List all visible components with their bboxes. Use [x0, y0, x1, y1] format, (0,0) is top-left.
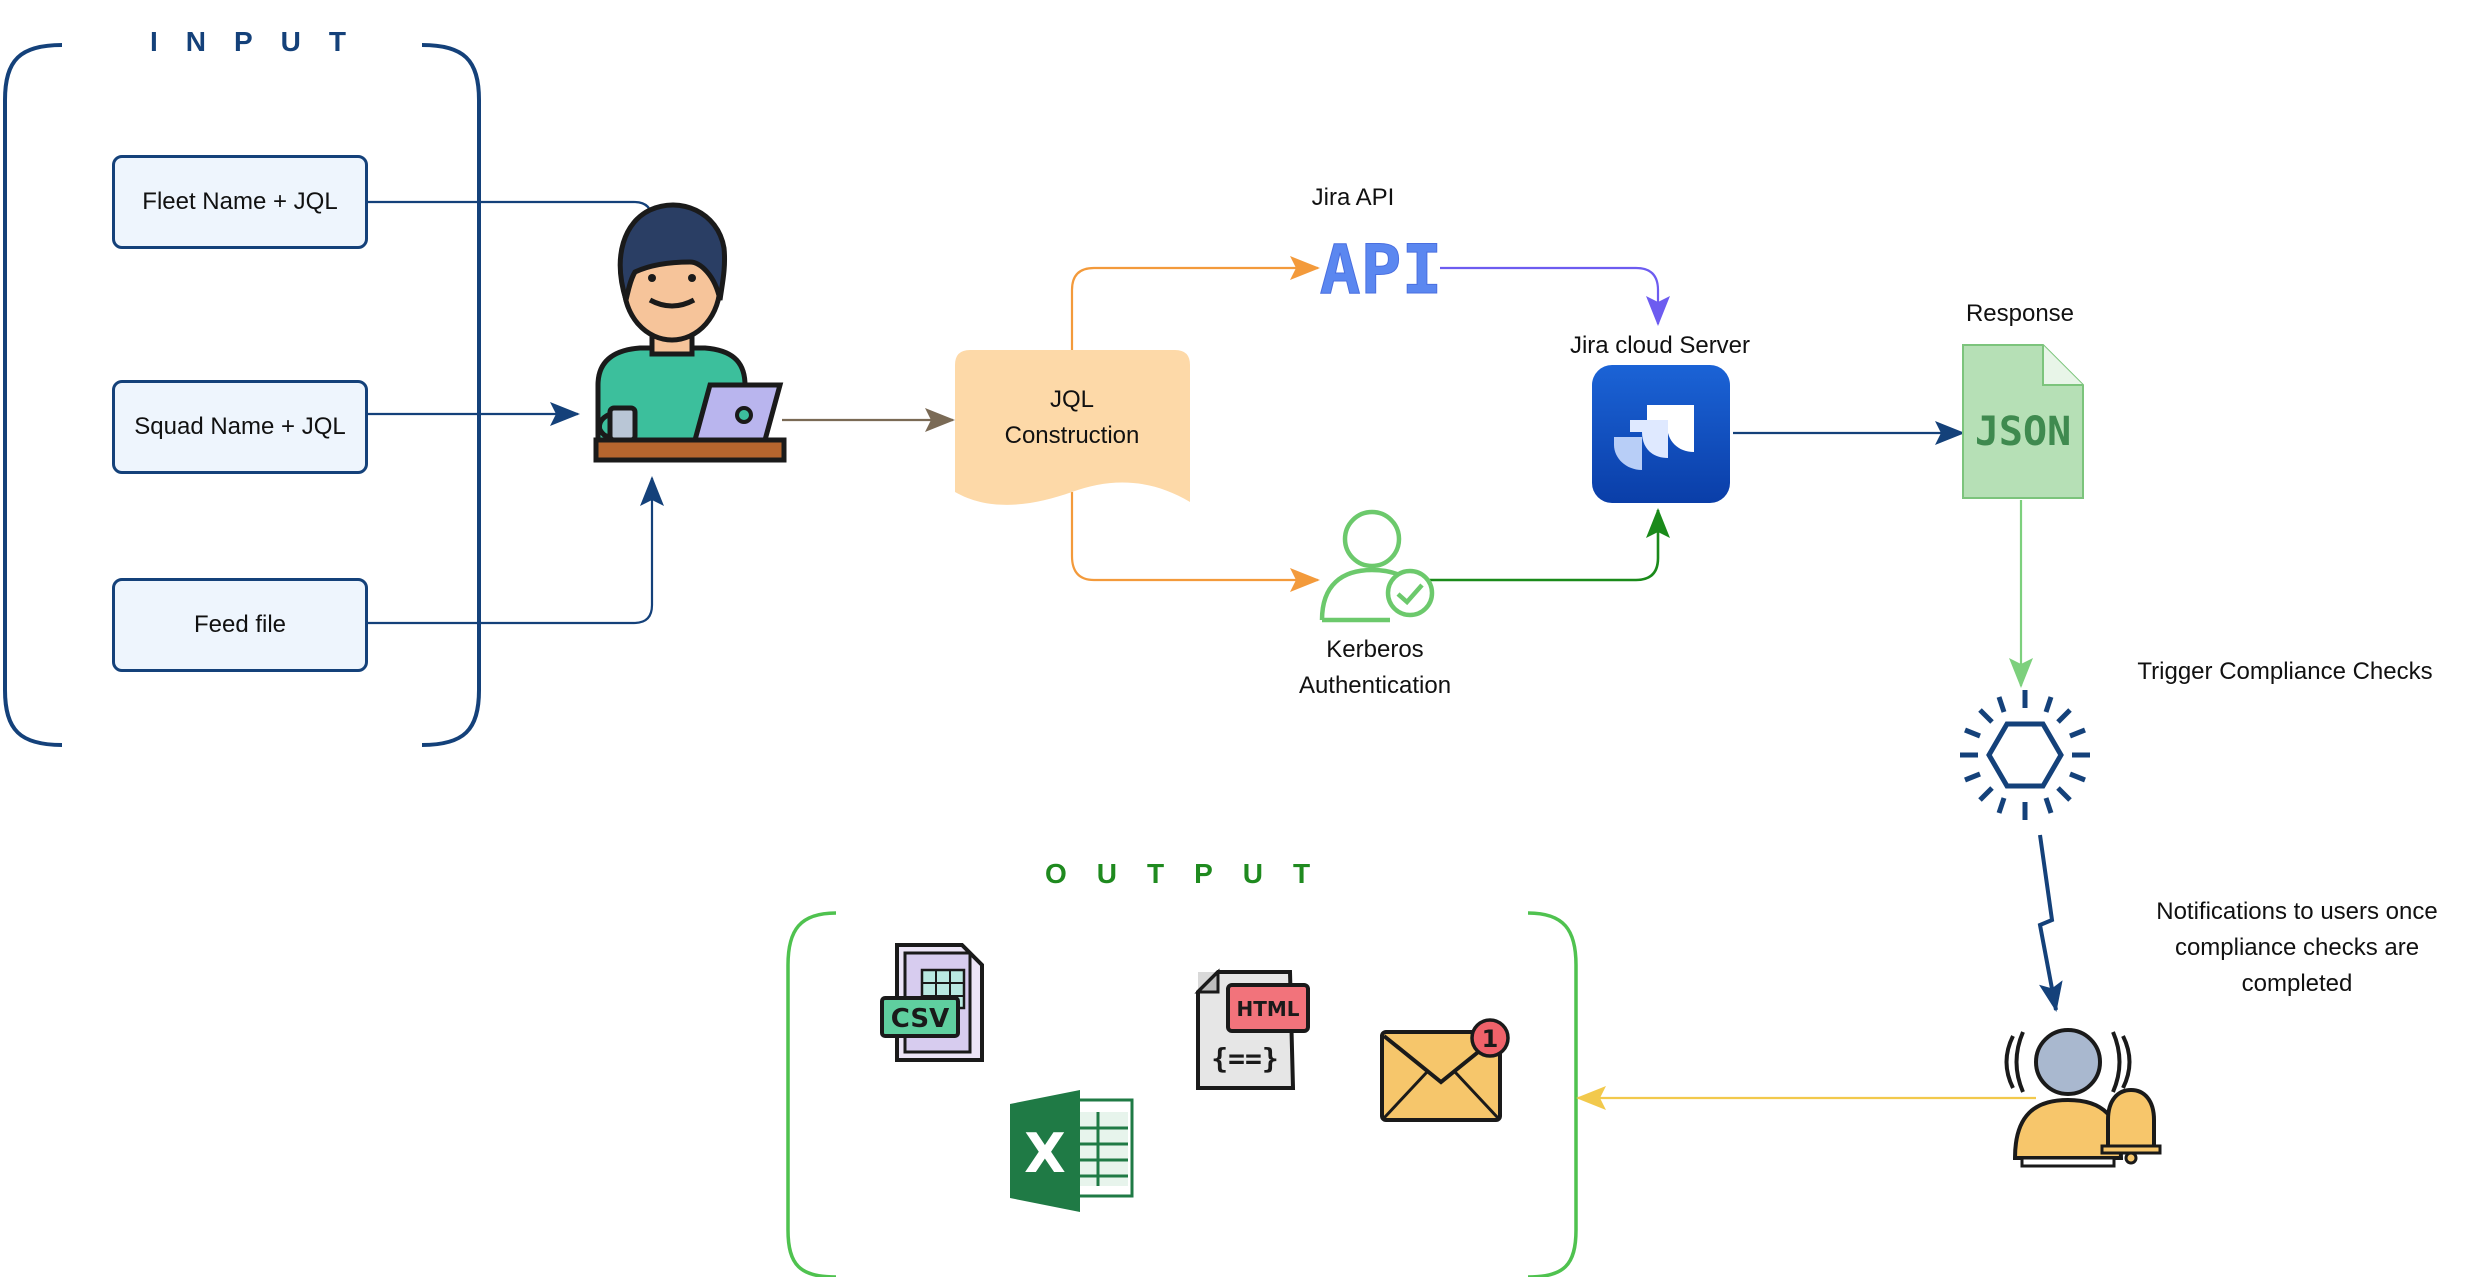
input-bracket	[3, 43, 481, 747]
jira-server-caption: Jira cloud Server	[1569, 332, 1751, 359]
arrow-jql-to-kerberos	[1070, 492, 1320, 592]
input-box-feed: Feed file	[112, 578, 368, 672]
jql-construction-shape	[955, 350, 1190, 505]
json-file-icon: JSON	[1962, 344, 2084, 499]
html-file-icon: HTML {==}	[1194, 968, 1310, 1090]
arrow-jql-to-api	[1070, 256, 1320, 352]
jira-api-caption: Jira API	[1311, 184, 1395, 211]
kerberos-user-icon	[1319, 509, 1435, 623]
arrow-feed-to-user	[368, 476, 664, 625]
kerberos-caption: Kerberos Authentication	[1298, 636, 1452, 699]
arrow-compliance-to-notify	[2037, 834, 2063, 1012]
arrow-fleet-to-user	[368, 200, 664, 290]
excel-icon: X	[1010, 1090, 1134, 1212]
csv-file-icon: CSV	[880, 943, 984, 1062]
input-title: INPUT	[150, 26, 374, 57]
compliance-caption: Trigger Compliance Checks	[2137, 658, 2433, 685]
user-at-desk-icon	[593, 202, 787, 463]
arrow-api-to-server	[1440, 266, 1670, 326]
api-icon: API	[1320, 231, 1443, 310]
mail-badge-text: 1	[1482, 1025, 1499, 1053]
input-box-squad: Squad Name + JQL	[112, 380, 368, 474]
mail-icon: 1	[1380, 1018, 1510, 1122]
jira-logo-icon	[1592, 365, 1730, 503]
jql-construction-label: JQL Construction	[1004, 386, 1140, 449]
arrow-kerberos-to-server	[1420, 508, 1670, 582]
response-caption: Response	[1965, 300, 2075, 327]
compliance-hexagon-icon	[1960, 690, 2090, 820]
notifications-caption: Notifications to users once compliance c…	[2156, 898, 2438, 997]
output-title: OUTPUT	[1045, 858, 1341, 889]
html-icon-text: HTML	[1236, 997, 1299, 1021]
excel-icon-text: X	[1024, 1122, 1066, 1185]
notification-user-icon	[2004, 1028, 2162, 1168]
html-code-text: {==}	[1211, 1042, 1278, 1075]
json-icon-text: JSON	[1975, 409, 2071, 455]
csv-icon-text: CSV	[891, 1004, 949, 1034]
input-box-fleet: Fleet Name + JQL	[112, 155, 368, 249]
